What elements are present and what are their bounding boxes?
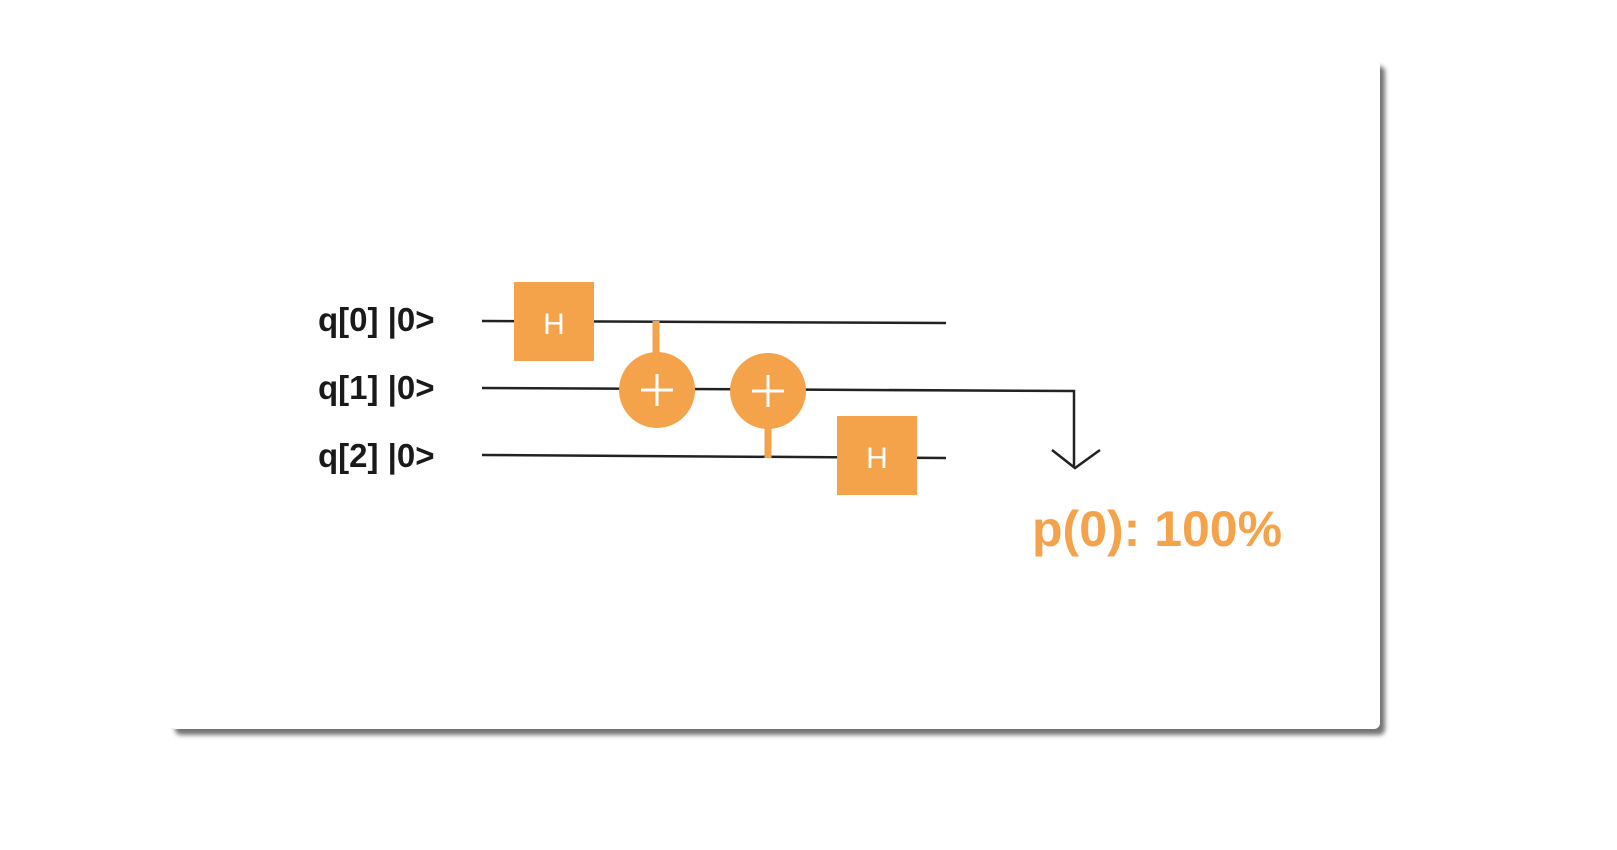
h-gate-q2: H	[837, 416, 917, 495]
cnot-gate-2	[730, 353, 806, 458]
measurement-arrow-icon	[1051, 448, 1101, 470]
qubit-label-q1: q[1] |0>	[318, 369, 435, 406]
cnot-gate-1	[619, 321, 695, 428]
h-gate-q0: H	[514, 282, 594, 361]
h-gate-q0-label: H	[543, 308, 565, 341]
measurement-result: p(0): 100%	[1032, 501, 1282, 557]
h-gate-q2-label: H	[866, 442, 888, 475]
qubit-label-q0: q[0] |0>	[318, 301, 435, 338]
qubit-label-q2: q[2] |0>	[318, 437, 435, 474]
